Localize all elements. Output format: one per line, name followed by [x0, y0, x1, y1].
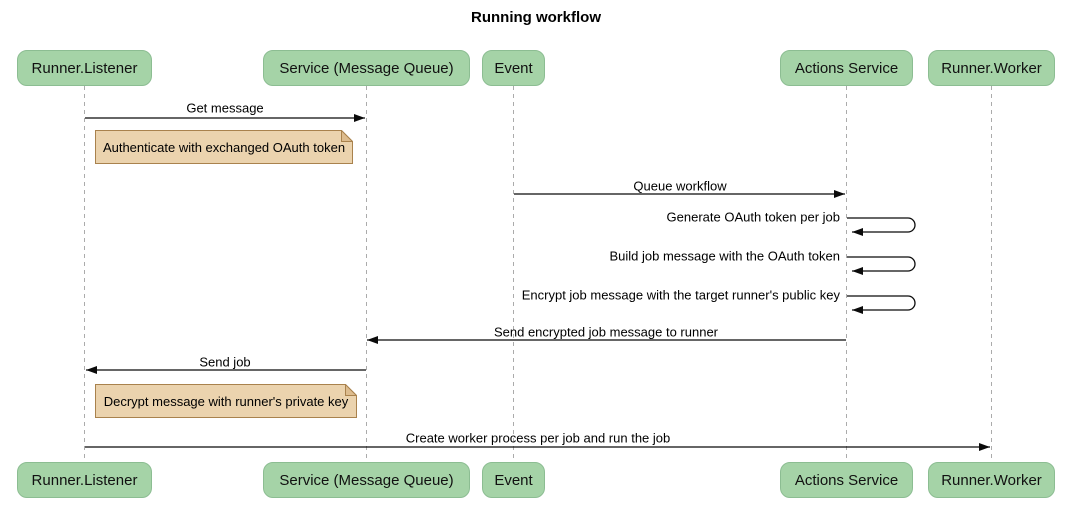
- note-text: Decrypt message with runner's private ke…: [103, 393, 349, 409]
- note-shape: [95, 384, 357, 418]
- diagram-title: Running workflow: [471, 9, 601, 26]
- participant-top-runner-worker: Runner.Worker: [928, 50, 1055, 86]
- participant-bottom-actions-service: Actions Service: [780, 462, 913, 498]
- message-label-queue-workflow: Queue workflow: [633, 178, 727, 194]
- message-label-encrypt-job-message: Encrypt job message with the target runn…: [521, 287, 840, 303]
- note-body: [95, 130, 353, 164]
- message-label-send-job: Send job: [199, 354, 251, 370]
- note-decrypt-private-key: Decrypt message with runner's private ke…: [95, 384, 357, 418]
- message-label-send-encrypted-job-message: Send encrypted job message to runner: [493, 324, 719, 340]
- self-loop-build-job-message: [847, 256, 916, 275]
- participant-top-event: Event: [482, 50, 545, 86]
- message-label-build-job-message: Build job message with the OAuth token: [609, 248, 840, 264]
- note-fold-icon: [345, 384, 357, 396]
- note-fold-icon: [341, 130, 353, 142]
- self-loop-encrypt-job-message: [847, 295, 916, 314]
- message-label-generate-oauth-token: Generate OAuth token per job: [666, 209, 840, 225]
- note-body: [95, 384, 357, 418]
- note-text: Authenticate with exchanged OAuth token: [102, 139, 346, 155]
- message-arrows: [85, 114, 990, 451]
- message-label-create-worker-process: Create worker process per job and run th…: [405, 430, 671, 446]
- participant-top-runner-listener: Runner.Listener: [17, 50, 152, 86]
- participant-bottom-runner-listener: Runner.Listener: [17, 462, 152, 498]
- self-loop-generate-oauth-token: [847, 217, 916, 236]
- participant-bottom-event: Event: [482, 462, 545, 498]
- participant-top-service-message-queue: Service (Message Queue): [263, 50, 470, 86]
- note-shape: [95, 130, 353, 164]
- note-authenticate-oauth: Authenticate with exchanged OAuth token: [95, 130, 353, 164]
- participant-bottom-service-message-queue: Service (Message Queue): [263, 462, 470, 498]
- participant-bottom-runner-worker: Runner.Worker: [928, 462, 1055, 498]
- lifelines: [84, 86, 992, 462]
- participant-top-actions-service: Actions Service: [780, 50, 913, 86]
- message-label-get-message: Get message: [186, 100, 264, 116]
